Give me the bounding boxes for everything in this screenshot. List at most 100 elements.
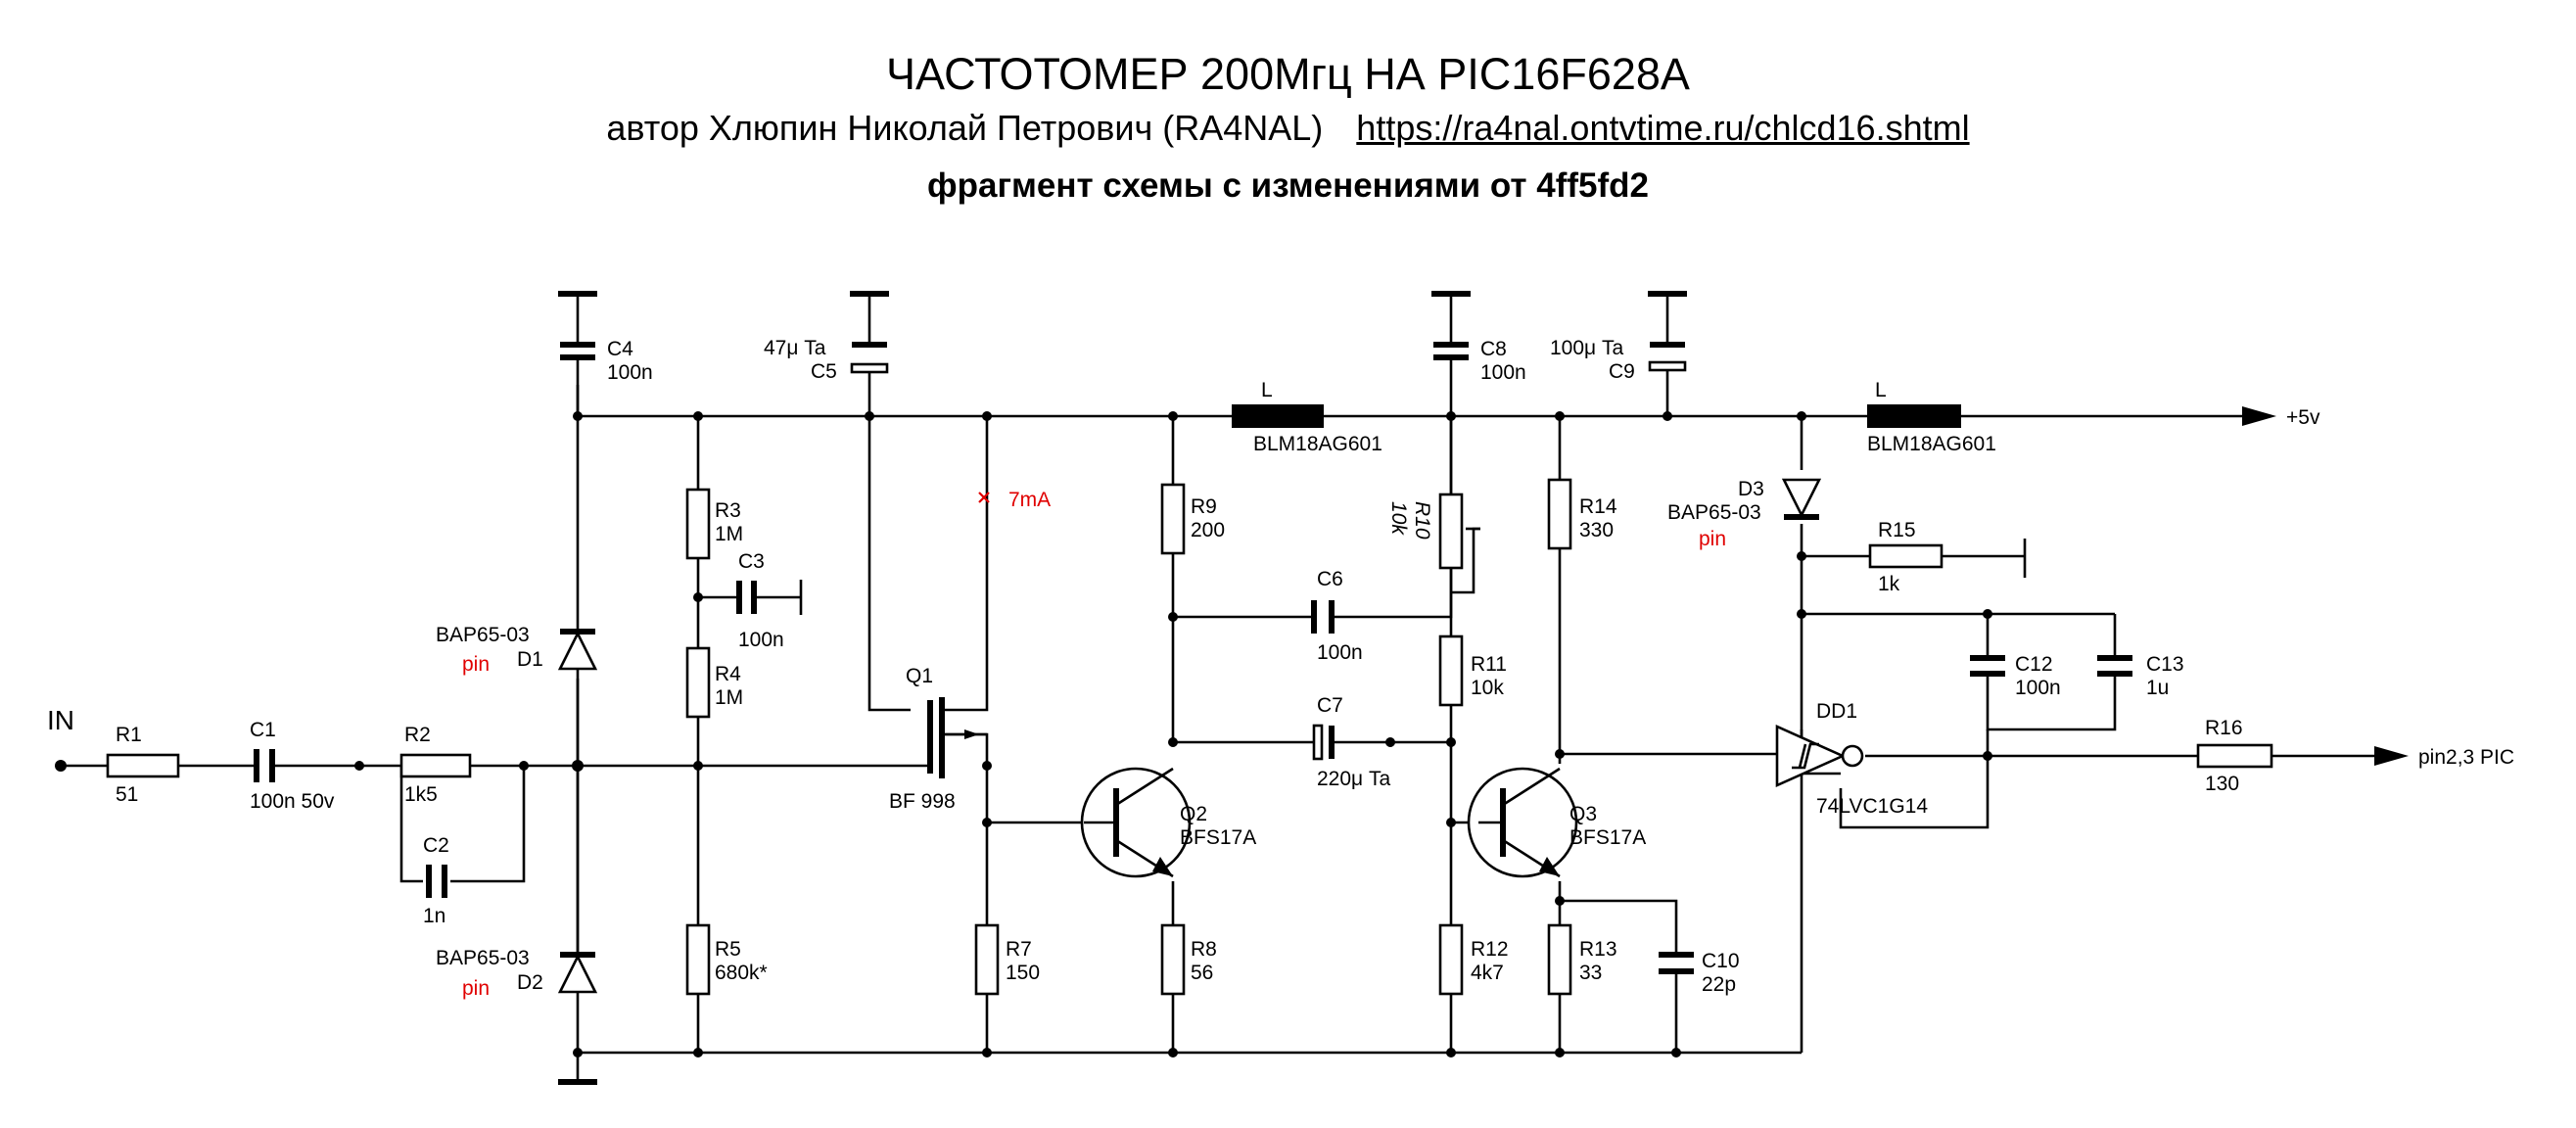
dd1-ref: DD1 [1816,700,1857,723]
diodes [557,416,1822,1053]
r9-ref: R9 [1191,495,1217,518]
resistor-r4 [685,646,711,719]
diode-d2 [557,954,598,994]
c7-value: 220μ Ta [1317,768,1390,790]
r10-ref: R10 [1411,501,1433,540]
r4-value: 1M [715,686,743,709]
r8-ref: R8 [1191,938,1217,961]
c10-ref: C10 [1702,950,1740,972]
r8-value: 56 [1191,962,1213,984]
r7-value: 150 [1006,962,1040,984]
r5-value: 680k* [715,962,768,984]
d3-note: pin [1699,528,1726,550]
author-name: автор Хлюпин Николай Петрович (RA4NAL) [606,108,1324,148]
r2-value: 1k5 [404,783,438,806]
resistors [106,478,2273,996]
c13-value: 1u [2146,677,2169,699]
r12-value: 4k7 [1471,962,1504,984]
arrows [2242,406,2409,766]
r3-value: 1M [715,523,743,545]
q2-value: BFS17A [1180,826,1256,849]
d2-ref: D2 [517,971,543,994]
ferrite-bead-l2 [1867,404,1961,428]
d3-ref: D3 [1738,478,1764,500]
c5-value: 47μ Ta [764,337,826,359]
ferrite-bead-l1 [1232,404,1324,428]
diode-d1 [557,631,598,671]
l1-value: BLM18AG601 [1253,433,1382,455]
resistor-r8 [1160,923,1186,996]
r15-value: 1k [1878,573,1900,595]
c8-value: 100n [1480,361,1526,384]
ferrite-beads [1232,404,1961,428]
resistor-r5 [685,923,711,996]
d1-note: pin [462,653,490,676]
r14-value: 330 [1579,519,1614,541]
c4-ref: C4 [607,338,633,360]
supply-arrow [2242,406,2276,426]
l2-value: BLM18AG601 [1867,433,1996,455]
r9-value: 200 [1191,519,1225,541]
r3-ref: R3 [715,499,741,522]
transistor-q2 [1080,767,1192,878]
diode-d3 [1781,478,1822,518]
output-arrow [2374,746,2409,766]
r13-ref: R13 [1579,938,1617,961]
q3-ref: Q3 [1569,803,1597,825]
d3-value: BAP65-03 [1667,501,1761,524]
schematic-title: ЧАСТОТОМЕР 200Мгц НА PIC16F628A [886,49,1690,99]
resistor-r12 [1438,923,1464,996]
supply-bars [558,291,1687,1085]
q2-ref: Q2 [1180,803,1207,825]
resistor-r15 [1868,543,1944,569]
d1-value: BAP65-03 [436,624,530,646]
q1-value: BF 998 [889,790,956,813]
output-label: pin2,3 PIC [2418,746,2514,769]
author-link[interactable]: https://ra4nal.ontvtime.ru/chlcd16.shtml [1356,108,1970,148]
c5-ref: C5 [811,360,837,383]
d2-note: pin [462,977,490,1000]
c13-ref: C13 [2146,653,2184,676]
r1-value: 51 [116,783,138,806]
r13-value: 33 [1579,962,1602,984]
transistor-q3 [1467,767,1578,878]
junction-dots [55,411,1992,1058]
c9-ref: C9 [1609,360,1635,383]
resistor-r3 [685,488,711,560]
c12-ref: C12 [2015,653,2053,676]
c3-value: 100n [738,629,784,651]
resistor-r10 [1438,493,1464,570]
r16-value: 130 [2205,773,2239,795]
r2-ref: R2 [404,724,431,746]
l2-ref: L [1875,379,1887,401]
current-probe-mark [978,492,990,503]
resistor-r7 [974,923,1000,996]
transistor-q1 [911,697,987,778]
r16-ref: R16 [2205,717,2243,739]
resistor-r16 [2196,743,2273,769]
resistor-r1 [106,753,180,778]
r14-ref: R14 [1579,495,1617,518]
q1-ref: Q1 [906,665,933,687]
c10-value: 22p [1702,973,1736,996]
r4-ref: R4 [715,663,741,685]
r7-ref: R7 [1006,938,1032,961]
c7-ref: C7 [1317,694,1343,717]
resistor-r13 [1547,923,1572,996]
l1-ref: L [1261,379,1273,401]
resistor-r11 [1438,634,1464,707]
transistors [911,697,1578,878]
c3-ref: C3 [738,550,765,573]
c12-value: 100n [2015,677,2061,699]
resistor-r2 [399,753,472,778]
resistor-r14 [1547,478,1572,550]
r11-ref: R11 [1471,653,1507,676]
c1-ref: C1 [250,719,276,741]
current-note: 7mA [1008,489,1051,511]
c2-ref: C2 [423,834,449,857]
c6-value: 100n [1317,641,1363,664]
q3-value: BFS17A [1569,826,1646,849]
capacitors [245,342,2132,974]
r1-ref: R1 [116,724,142,746]
